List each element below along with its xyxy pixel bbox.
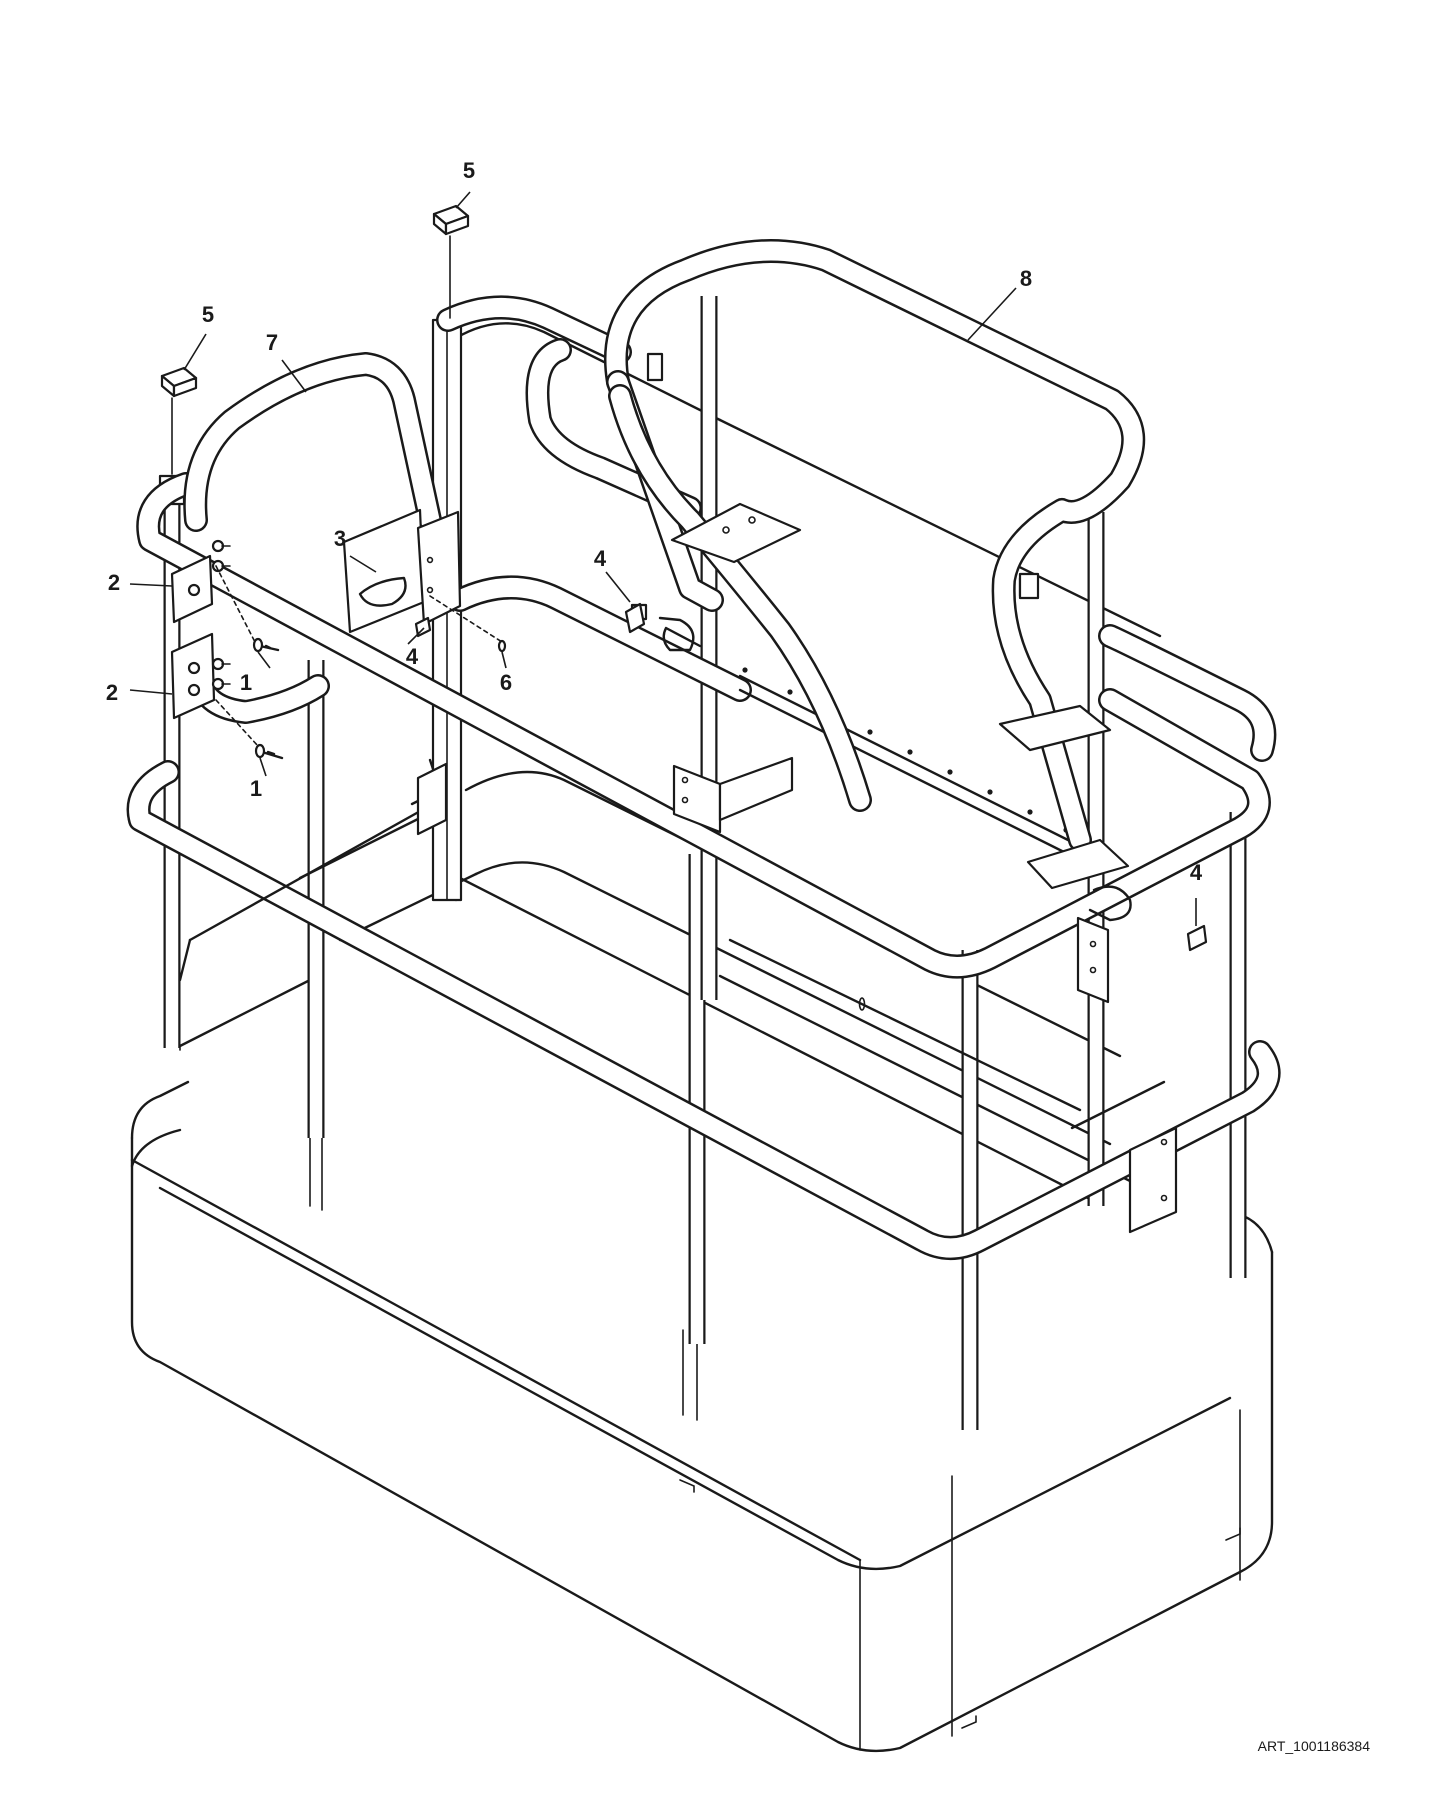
art-id-label: ART_1001186384 xyxy=(1257,1738,1370,1754)
callout-2-upper: 2 xyxy=(108,570,120,595)
overhead-guard-8 xyxy=(603,239,1178,1234)
mid-rail xyxy=(126,758,1281,1260)
platform-floor xyxy=(130,861,1274,1753)
caps-5 xyxy=(160,204,507,653)
gate-7 xyxy=(183,352,462,836)
callout-labels: 5 5 8 7 3 4 2 4 6 1 2 1 4 xyxy=(106,158,1203,885)
callout-4-rear: 4 xyxy=(594,546,607,571)
callout-3: 3 xyxy=(334,526,346,551)
callout-2-lower: 2 xyxy=(106,680,118,705)
platform-posts xyxy=(158,296,1247,1430)
callout-4-bracket: 4 xyxy=(406,644,419,669)
callout-1-lower: 1 xyxy=(250,776,262,801)
leader-lines xyxy=(129,191,1197,926)
gate-hinges xyxy=(170,539,231,720)
callout-8: 8 xyxy=(1020,266,1032,291)
callout-1-upper: 1 xyxy=(240,670,252,695)
callout-6: 6 xyxy=(500,670,512,695)
callout-7: 7 xyxy=(266,330,278,355)
callout-5-center: 5 xyxy=(463,158,475,183)
top-rail xyxy=(136,295,1277,979)
callout-5-left: 5 xyxy=(202,302,214,327)
pins-1 xyxy=(252,637,284,760)
callout-4-right: 4 xyxy=(1190,860,1203,885)
